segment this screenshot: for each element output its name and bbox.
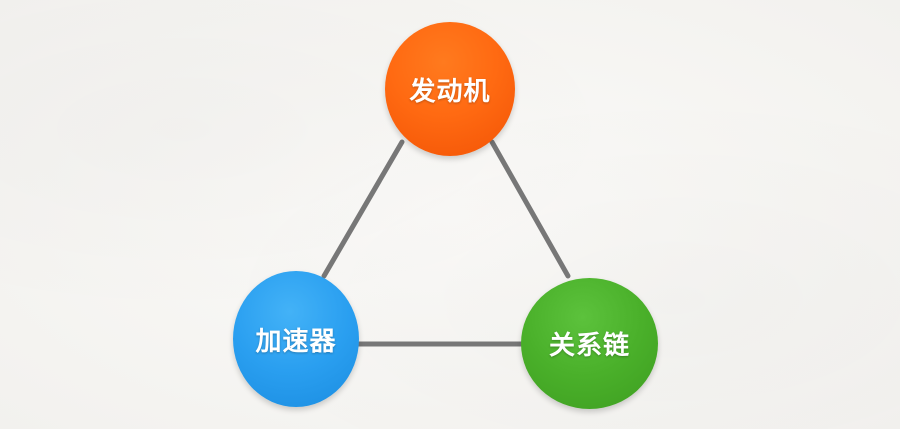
engine-node: 发动机 xyxy=(385,22,515,156)
relation-chain-node-label: 关系链 xyxy=(548,331,630,361)
relation-chain-node: 关系链 xyxy=(521,278,658,409)
edge-engine-relation-chain xyxy=(489,139,571,279)
accelerator-node-label: 加速器 xyxy=(255,326,337,357)
accelerator-node: 加速器 xyxy=(233,271,359,407)
engine-node-label: 发动机 xyxy=(409,76,491,107)
edge-engine-accelerator xyxy=(321,139,405,279)
